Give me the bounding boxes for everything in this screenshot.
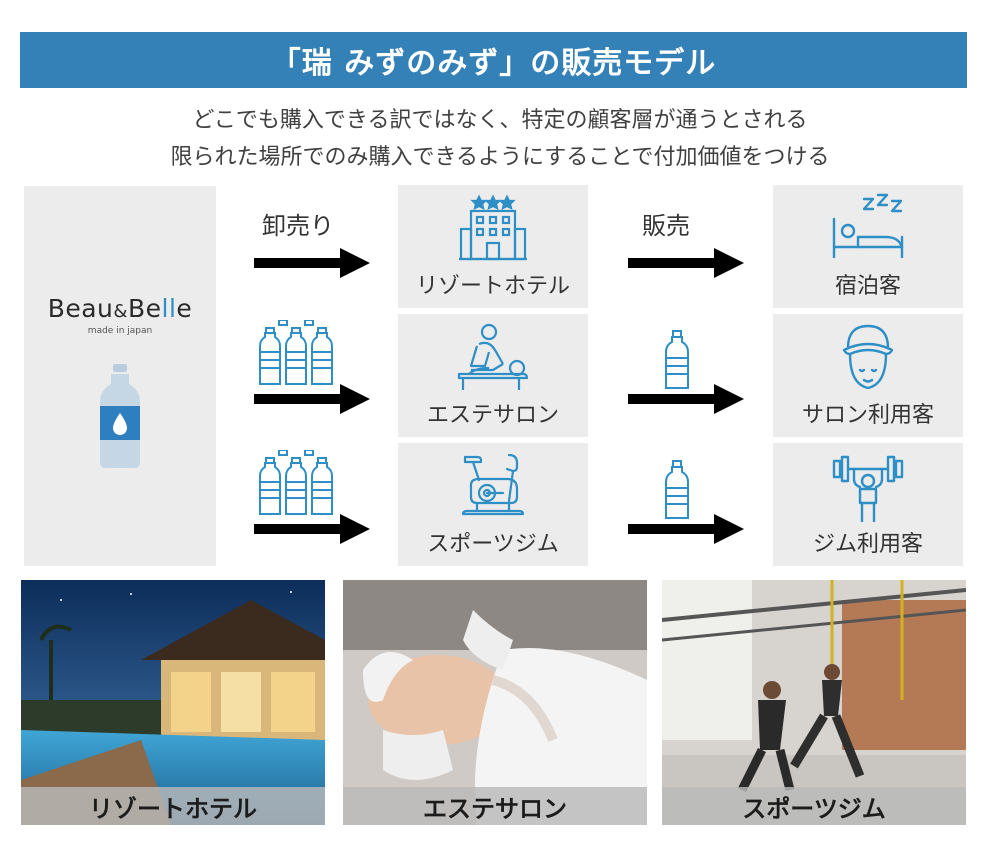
- weightlifter-icon: [832, 455, 904, 523]
- venue-label: スポーツジム: [427, 532, 559, 557]
- venue-box-esthetic-salon: エステサロン: [398, 314, 588, 437]
- photo-caption: リゾートホテル: [21, 787, 325, 825]
- massage-icon: [457, 323, 529, 390]
- arrow-sell-hotel-guest: [628, 248, 744, 278]
- arrow-wholesale-hotel: [254, 248, 370, 278]
- bottle-group-icon: [259, 450, 333, 515]
- customer-box-hotel-guest: 宿泊客: [773, 185, 963, 308]
- customer-label: サロン利用客: [801, 403, 934, 428]
- customer-box-salon-guest: サロン利用客: [773, 314, 963, 437]
- photo-caption: スポーツジム: [662, 787, 966, 825]
- venue-box-resort-hotel: リゾートホテル: [398, 185, 588, 308]
- single-bottle-icon: [665, 330, 689, 389]
- customer-label: 宿泊客: [834, 274, 901, 299]
- subtitle-line-2: 限られた場所でのみ購入できるようにすることで付加価値をつける: [170, 145, 830, 170]
- arrow-sell-salon-guest: [628, 384, 744, 414]
- resort-hotel-photo: リゾートホテル: [21, 580, 325, 825]
- water-bottle-icon: [100, 364, 140, 468]
- venue-box-sports-gym: スポーツジム: [398, 443, 588, 566]
- subtitle-line-1: どこでも購入できる訳ではなく、特定の顧客層が通うとされる: [192, 108, 808, 133]
- photo-caption: エステサロン: [343, 787, 647, 825]
- venue-label: エステサロン: [426, 403, 559, 428]
- brand-panel: Beau&Belle made in japan: [24, 186, 216, 566]
- sports-gym-photo: スポーツジム: [662, 580, 966, 825]
- hotel-icon: [459, 194, 527, 261]
- arrow-sell-gym-guest: [628, 514, 744, 544]
- bottle-group-icon: [259, 320, 333, 385]
- customer-label: ジム利用客: [812, 532, 923, 557]
- towel-head-icon: [842, 324, 894, 390]
- retail-label: 販売: [642, 212, 690, 240]
- single-bottle-icon: [665, 460, 689, 519]
- arrow-wholesale-salon: [254, 384, 370, 414]
- page-title: 「瑞 みずのみず」の販売モデル: [20, 32, 967, 88]
- arrow-wholesale-gym: [254, 514, 370, 544]
- brand-tagline: made in japan: [87, 326, 153, 336]
- brand-logo: Beau&Belle: [47, 294, 193, 323]
- esthetic-salon-photo: エステサロン: [343, 580, 647, 825]
- wholesale-label: 卸売り: [262, 212, 334, 240]
- sleeping-bed-icon: [832, 193, 904, 259]
- customer-box-gym-guest: ジム利用客: [773, 443, 963, 566]
- venue-label: リゾートホテル: [415, 274, 570, 299]
- exercise-bike-icon: [461, 453, 525, 516]
